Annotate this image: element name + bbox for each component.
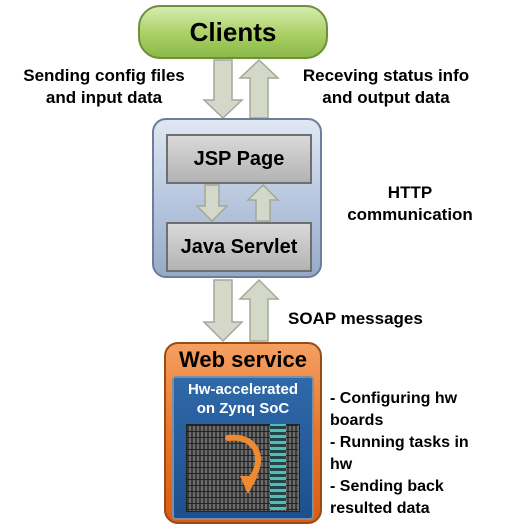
note-line: - Configuring hw	[330, 390, 458, 407]
fpga-board-column	[270, 424, 286, 510]
up-arrow-icon	[238, 58, 280, 119]
note-line: - Sending back	[330, 478, 444, 495]
down-arrow-icon	[202, 279, 244, 343]
soap-label-text: SOAP messages	[288, 309, 423, 328]
java-servlet-label: Java Servlet	[180, 235, 298, 258]
receiving-label-line2: and output data	[322, 88, 450, 107]
zynq-soc-label-line1: Hw-accelerated	[187, 381, 299, 398]
web-service-title: Web service	[178, 347, 307, 372]
http-label: HTTP communication	[322, 182, 498, 226]
up-arrow-icon	[246, 183, 280, 222]
note-line: hw	[330, 456, 353, 473]
soap-label: SOAP messages	[288, 308, 488, 330]
receiving-label-line1: Receving status info	[302, 66, 470, 85]
sending-label-line2: and input data	[45, 88, 163, 107]
clients-label: Clients	[189, 16, 277, 47]
zynq-soc-label: Hw-accelerated on Zynq SoC	[172, 380, 314, 418]
sending-label: Sending config files and input data	[6, 65, 202, 109]
down-arrow-icon	[195, 184, 229, 223]
note-line: resulted data	[330, 500, 430, 517]
http-label-line2: communication	[347, 205, 473, 224]
clients-node: Clients	[138, 5, 328, 59]
note-line: boards	[330, 412, 384, 429]
zynq-soc-label-line2: on Zynq SoC	[196, 400, 290, 417]
jsp-page-label: JSP Page	[193, 147, 285, 170]
http-label-line1: HTTP	[387, 183, 433, 202]
down-arrow-icon	[202, 59, 244, 120]
up-arrow-icon	[238, 278, 280, 342]
jsp-page-box: JSP Page	[166, 134, 312, 184]
receiving-label: Receving status info and output data	[280, 65, 492, 109]
web-service-notes: - Configuring hw boards - Running tasks …	[330, 388, 506, 520]
sending-label-line1: Sending config files	[23, 66, 185, 85]
curved-arrow-icon	[225, 434, 261, 494]
java-servlet-box: Java Servlet	[166, 222, 312, 272]
note-line: - Running tasks in	[330, 434, 469, 451]
